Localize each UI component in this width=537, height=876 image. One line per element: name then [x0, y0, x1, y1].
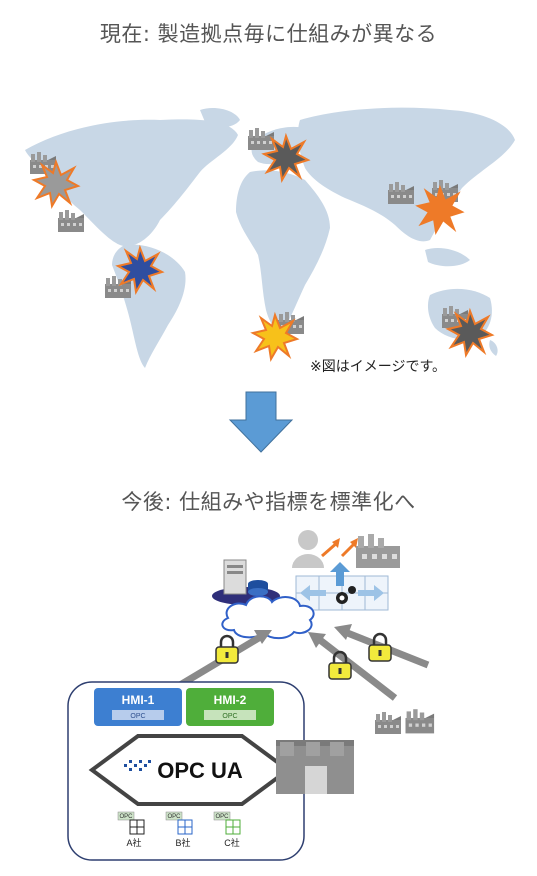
opcua-logo-mark [124, 760, 151, 771]
opcua-logo-text: OPC UA [157, 758, 243, 783]
plant-factory-icon [276, 740, 354, 794]
cloud-icon [221, 595, 315, 640]
map-note: ※図はイメージです。 [310, 359, 447, 375]
vendor-b-tag: OPC [167, 814, 181, 820]
hmi-1-panel [94, 688, 182, 726]
analytics-grid [295, 562, 389, 611]
page-title-future: 今後: 仕組みや指標を標準化へ [121, 490, 416, 514]
vendor-c-label: C社 [224, 837, 240, 848]
vendor-a-tag: OPC [119, 814, 133, 820]
hmi-2-panel [186, 688, 274, 726]
hq-factory-icon [356, 534, 400, 568]
hmi-2-label: HMI-2 [214, 693, 247, 707]
vendor-a-label: A社 [126, 837, 141, 848]
page-title-current: 現在: 製造拠点毎に仕組みが異なる [99, 22, 438, 46]
hmi-2-opc-tag: OPC [222, 713, 237, 720]
transition-arrow [228, 391, 294, 453]
hmi-1-opc-tag: OPC [130, 713, 145, 720]
vendor-c-tag: OPC [215, 814, 229, 820]
remote-factories [375, 709, 435, 734]
vendor-devices [117, 811, 241, 835]
manager-icon [292, 530, 358, 568]
hmi-1-label: HMI-1 [122, 693, 155, 707]
vendor-b-label: B社 [175, 837, 190, 848]
